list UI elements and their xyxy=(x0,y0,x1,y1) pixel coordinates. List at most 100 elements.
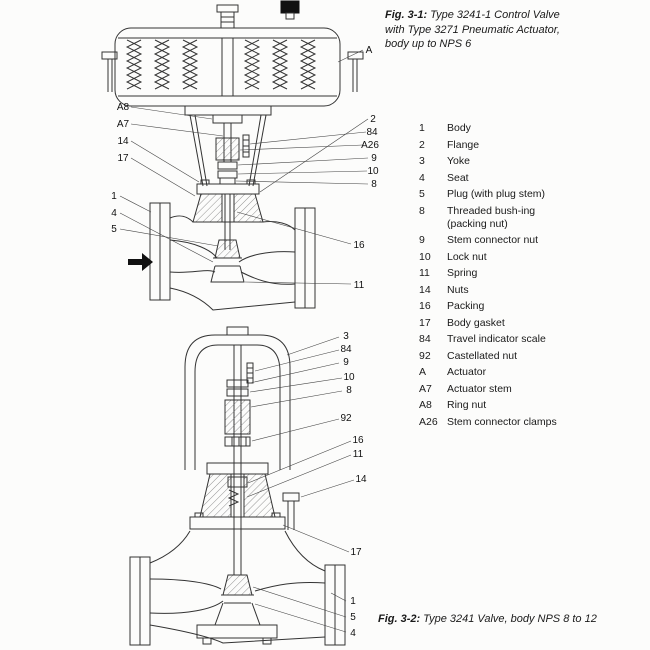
fig1-leader-lines xyxy=(119,49,369,285)
legend-item-label: Nuts xyxy=(447,283,469,296)
legend-item-key: 9 xyxy=(419,234,425,246)
legend-item: A7 Actuator stem xyxy=(419,383,567,396)
callout-label: 3 xyxy=(343,331,349,342)
legend-item-key: 84 xyxy=(419,333,431,345)
callout-label: 1 xyxy=(111,191,117,202)
legend-item-label: Packing xyxy=(447,300,485,312)
legend-item-key: 10 xyxy=(419,250,431,263)
fig1-drawing: A 2 84 A26 9 10 8 A8 A7 14 17 1 4 5 16 1… xyxy=(101,0,379,311)
callout-label: 5 xyxy=(111,224,117,235)
legend-item-key: 4 xyxy=(419,171,425,184)
legend-item-label: Stem connector nut xyxy=(447,234,539,246)
callout-label: A26 xyxy=(361,140,379,151)
vent-knob xyxy=(280,0,300,14)
legend-item-label: Seat xyxy=(447,171,469,184)
actuator xyxy=(101,0,364,107)
fig1-caption-label: Fig. 3-1: xyxy=(385,9,428,21)
legend-item-key: 11 xyxy=(419,267,430,279)
legend-item-key: 1 xyxy=(419,122,425,134)
legend-item-key: A xyxy=(419,366,427,378)
fig2-drawing: 3 84 9 10 8 92 16 11 14 17 1 5 4 xyxy=(129,326,367,646)
fig2-leader-lines xyxy=(246,336,355,633)
legend-item: 14 Nuts xyxy=(419,284,567,297)
legend-item-key: A8 xyxy=(419,399,432,411)
callout-label: 17 xyxy=(350,547,362,558)
valve-body-lower xyxy=(129,530,346,646)
fig2-callouts: 3 84 9 10 8 92 16 11 14 17 1 5 4 xyxy=(340,331,367,639)
callout-label: 4 xyxy=(111,208,117,219)
legend-item-label: Body gasket xyxy=(447,316,505,329)
callout-label: 14 xyxy=(355,474,367,485)
legend-item-key: 92 xyxy=(419,349,431,362)
legend-item: 11 Spring xyxy=(419,267,567,280)
legend-item: 17 Body gasket xyxy=(419,317,567,330)
valve-body xyxy=(128,193,316,311)
legend-item-key: 8 xyxy=(419,204,425,217)
legend-item: A26 Stem connector clamps xyxy=(419,416,567,429)
fig2-caption-label: Fig. 3-2: xyxy=(378,613,421,625)
legend-item-key: 17 xyxy=(419,316,431,329)
legend-item-key: 16 xyxy=(419,300,431,312)
legend-item: 92 Castellated nut xyxy=(419,350,567,363)
callout-label: 1 xyxy=(350,596,356,607)
callout-label: 14 xyxy=(117,136,129,147)
parts-legend: 1 Body 2 Flange 3 Yoke 4 Seat 5 Plug (with pl… xyxy=(419,122,567,432)
legend-item: 9 Stem connector nut xyxy=(419,234,567,247)
legend-item: 16 Packing xyxy=(419,300,567,313)
legend-item: A Actuator xyxy=(419,366,567,379)
fig1-callouts: A 2 84 A26 9 10 8 A8 A7 14 17 1 4 5 16 1… xyxy=(111,45,379,291)
callout-label: 11 xyxy=(353,449,364,460)
legend-item: 84 Travel indicator scale xyxy=(419,333,567,346)
legend-item-key: 2 xyxy=(419,138,425,151)
legend-item-key: 5 xyxy=(419,188,425,200)
callout-label: 17 xyxy=(117,153,129,164)
legend-item: 1 Body xyxy=(419,122,567,135)
callout-label: 2 xyxy=(370,114,376,125)
callout-label: A7 xyxy=(117,119,130,130)
callout-label: 10 xyxy=(367,166,379,177)
legend-item-label: Spring xyxy=(447,267,478,279)
callout-label: 84 xyxy=(340,344,352,355)
bonnet xyxy=(189,473,300,575)
legend-item-key: 14 xyxy=(419,283,431,296)
callout-label: 16 xyxy=(353,240,365,251)
fig2-caption-text: Type 3241 Valve, body NPS 8 to 12 xyxy=(423,613,597,625)
legend-item: 2 Flange xyxy=(419,139,567,152)
legend-item: 3 Yoke xyxy=(419,155,567,168)
legend-item-label: Actuator xyxy=(447,366,487,378)
legend-item-label: Body xyxy=(447,122,471,134)
legend-item-key: A26 xyxy=(419,415,438,428)
callout-label: 4 xyxy=(350,628,356,639)
fig2-caption: Fig. 3-2:Type 3241 Valve, body NPS 8 to … xyxy=(378,612,628,627)
legend-item-label: Castellated nut xyxy=(447,349,518,362)
fig1-caption: Fig. 3-1:Type 3241-1 Control Valve with … xyxy=(385,8,570,52)
legend-item-label: Lock nut xyxy=(447,250,487,263)
legend-item-label: Travel indicator scale xyxy=(447,333,546,345)
callout-label: 9 xyxy=(371,153,377,164)
legend-item-key: 3 xyxy=(419,155,425,167)
callout-label: 11 xyxy=(354,280,365,291)
callout-label: 10 xyxy=(343,372,355,383)
callout-label: 5 xyxy=(350,612,356,623)
callout-label: 8 xyxy=(371,179,377,190)
legend-item-label: Flange xyxy=(447,138,480,151)
legend-item-label: Stem connector clamps xyxy=(447,415,557,428)
legend-item-label: Ring nut xyxy=(447,399,487,411)
callout-label: 92 xyxy=(340,413,352,424)
legend-item-label: Yoke xyxy=(447,155,470,167)
legend-item-key: A7 xyxy=(419,382,432,395)
callout-label: 16 xyxy=(352,435,364,446)
legend-item: 10 Lock nut xyxy=(419,251,567,264)
callout-label: 84 xyxy=(366,127,378,138)
callout-label: A xyxy=(366,45,373,56)
callout-label: 9 xyxy=(343,357,349,368)
legend-item: 4 Seat xyxy=(419,172,567,185)
legend-item-label: Actuator stem xyxy=(447,382,512,395)
flow-arrow xyxy=(128,253,153,271)
callout-label: 8 xyxy=(346,385,352,396)
legend-item: 5 Plug (with plug stem) xyxy=(419,188,567,201)
legend-item: A8 Ring nut xyxy=(419,399,567,412)
legend-item-label: Plug (with plug stem) xyxy=(447,188,546,200)
